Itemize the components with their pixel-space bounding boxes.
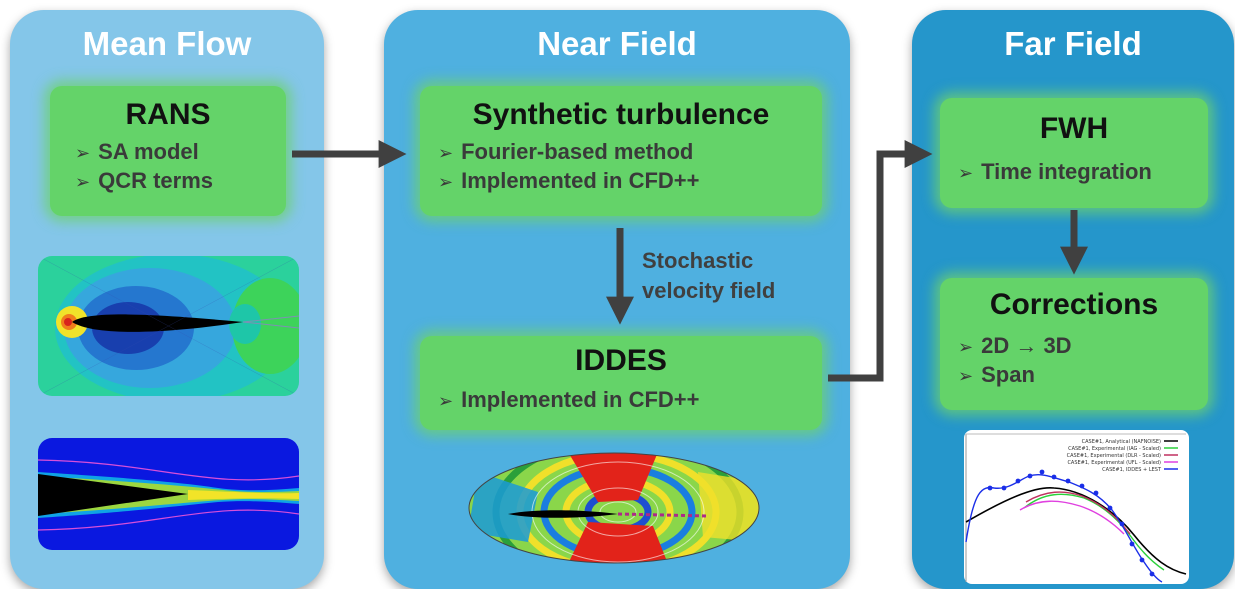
list-item: ➢Implemented in CFD++ (438, 387, 700, 412)
fwh-title: FWH (1039, 112, 1109, 145)
data-point (1149, 571, 1155, 577)
arrowhead-bullet-icon: ➢ (438, 391, 454, 411)
data-point (1027, 473, 1033, 479)
data-point (1039, 469, 1045, 475)
arrowhead-bullet-icon: ➢ (958, 366, 974, 386)
experimental-dlr-curve (1025, 491, 1131, 535)
near-field-title: Near Field (537, 25, 697, 62)
arrowhead-bullet-icon: ➢ (75, 143, 91, 163)
iddes-box: IDDES ➢Implemented in CFD++ (420, 336, 822, 430)
plot-legend: CASE#1, Analytical (NAFNOISE) CASE#1, Ex… (1067, 439, 1162, 473)
mean-flow-panel: Mean Flow RANS ➢SA model ➢QCR terms (10, 10, 324, 589)
spectrum-comparison-plot: CASE#1, Analytical (NAFNOISE) CASE#1, Ex… (964, 430, 1189, 584)
data-point (1107, 505, 1113, 511)
data-point (1079, 483, 1085, 489)
list-item: ➢Time integration (958, 159, 1152, 184)
analytical-curve (965, 487, 1187, 575)
rans-title: RANS (125, 98, 211, 131)
stochastic-velocity-label: Stochastic velocity field (642, 248, 776, 303)
arrowhead-bullet-icon: ➢ (958, 337, 974, 357)
legend-entry: CASE#1, IDDES + LEST (1102, 467, 1162, 473)
fwh-box: FWH ➢Time integration (940, 98, 1208, 208)
list-item: ➢Span (958, 362, 1035, 387)
list-item: ➢SA model (75, 139, 199, 164)
arrowhead-bullet-icon: ➢ (438, 143, 454, 163)
rans-box: RANS ➢SA model ➢QCR terms (50, 86, 286, 216)
data-point (1051, 474, 1057, 480)
legend-entry: CASE#1, Analytical (NAFNOISE) (1082, 439, 1161, 445)
legend-entry: CASE#1, Experimental (IAG - Scaled) (1068, 446, 1161, 452)
iddes-title: IDDES (575, 344, 667, 377)
legend-entry: CASE#1, Experimental (DLR - Scaled) (1067, 453, 1161, 459)
mean-flow-title: Mean Flow (82, 25, 252, 62)
synthetic-turbulence-box: Synthetic turbulence ➢Fourier-based meth… (420, 86, 822, 216)
data-point (1119, 521, 1125, 527)
experimental-ufl-curve (1019, 500, 1125, 535)
data-point (987, 485, 993, 491)
arrowhead-bullet-icon: ➢ (438, 172, 454, 192)
synthetic-turbulence-title: Synthetic turbulence (472, 98, 770, 131)
corrections-title: Corrections (989, 288, 1159, 321)
legend-entry: CASE#1, Experimental (UFL - Scaled) (1067, 460, 1161, 466)
iddes-lest-series (965, 469, 1163, 583)
data-point (1065, 478, 1071, 484)
data-point (1093, 490, 1099, 496)
corrections-box: Corrections ➢2D → 3D ➢Span (940, 278, 1208, 410)
wake-contour-image (38, 438, 299, 550)
list-item: ➢2D → 3D (958, 333, 1072, 358)
far-field-title: Far Field (1004, 25, 1142, 62)
data-point (1001, 485, 1007, 491)
list-item: ➢QCR terms (75, 168, 214, 193)
arrowhead-bullet-icon: ➢ (75, 172, 91, 192)
data-point (1129, 541, 1135, 547)
list-item: ➢Implemented in CFD++ (438, 168, 700, 193)
near-field-panel: Near Field Synthetic turbulence ➢Fourier… (384, 10, 850, 589)
iddes-acoustic-field-image (468, 452, 760, 564)
data-point (1015, 478, 1021, 484)
list-item: ➢Fourier-based method (438, 139, 694, 164)
far-field-panel: Far Field FWH ➢Time integration Correcti… (912, 10, 1234, 589)
arrowhead-bullet-icon: ➢ (958, 163, 974, 183)
rans-contour-image (38, 256, 299, 396)
data-point (1139, 557, 1145, 563)
